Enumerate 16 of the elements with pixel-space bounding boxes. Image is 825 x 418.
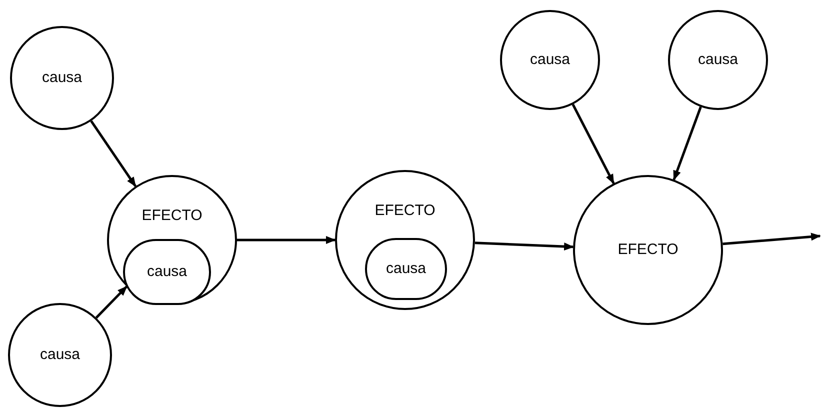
node-label: causa	[384, 258, 428, 279]
node-label: EFECTO	[140, 206, 204, 226]
node-label: EFECTO	[374, 201, 436, 221]
arrow	[90, 120, 137, 188]
node-label: causa	[40, 68, 84, 88]
node-label: EFECTO	[616, 240, 680, 260]
arrow	[474, 242, 574, 251]
arrow	[95, 286, 128, 319]
node-label: causa	[528, 50, 572, 70]
node-label: causa	[146, 262, 188, 282]
node-label: causa	[696, 50, 740, 70]
arrow	[672, 106, 702, 181]
arrow	[722, 232, 821, 246]
arrow	[237, 236, 336, 244]
arrow	[572, 104, 615, 184]
node-label: causa	[38, 344, 82, 365]
